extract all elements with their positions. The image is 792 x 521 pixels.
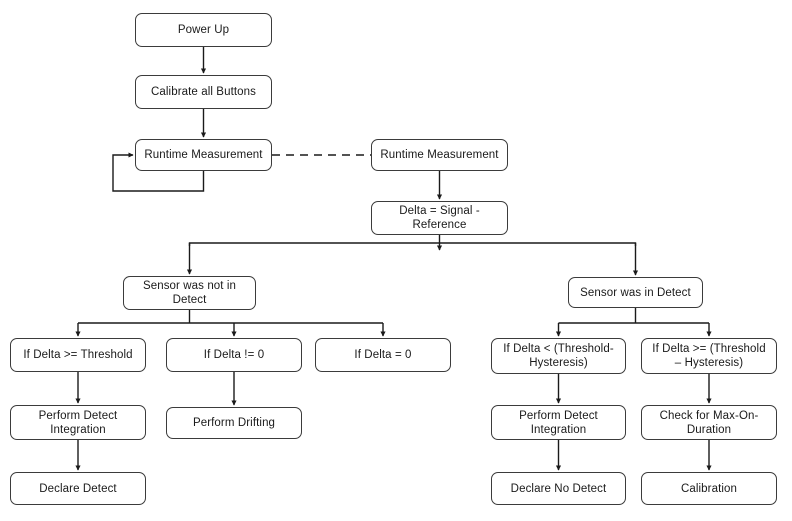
node-declare-no-detect[interactable]: Declare No Detect (491, 472, 626, 505)
node-if-delta-lt-threshold-hysteresis[interactable]: If Delta < (Threshold- Hysteresis) (491, 338, 626, 374)
node-runtime-measurement-right[interactable]: Runtime Measurement (371, 139, 508, 171)
node-sensor-was-in-detect[interactable]: Sensor was in Detect (568, 277, 703, 308)
node-declare-detect[interactable]: Declare Detect (10, 472, 146, 505)
node-if-delta-ge-threshold[interactable]: If Delta >= Threshold (10, 338, 146, 372)
node-sensor-was-not-in-detect[interactable]: Sensor was not in Detect (123, 276, 256, 310)
node-calibration[interactable]: Calibration (641, 472, 777, 505)
edge-delta-split-bus (188, 242, 637, 246)
node-if-delta-ne-zero[interactable]: If Delta != 0 (166, 338, 302, 372)
node-perform-drifting[interactable]: Perform Drifting (166, 407, 302, 439)
node-runtime-measurement-left[interactable]: Runtime Measurement (135, 139, 272, 171)
node-power-up[interactable]: Power Up (135, 13, 272, 47)
node-check-for-max-on-duration[interactable]: Check for Max-On- Duration (641, 405, 777, 440)
node-if-delta-eq-zero[interactable]: If Delta = 0 (315, 338, 451, 372)
node-perform-detect-integration-right[interactable]: Perform Detect Integration (491, 405, 626, 440)
node-calibrate-all-buttons[interactable]: Calibrate all Buttons (135, 75, 272, 109)
node-if-delta-ge-threshold-hysteresis[interactable]: If Delta >= (Threshold – Hysteresis) (641, 338, 777, 374)
node-delta-signal-reference[interactable]: Delta = Signal - Reference (371, 201, 508, 235)
node-perform-detect-integration-left[interactable]: Perform Detect Integration (10, 405, 146, 440)
